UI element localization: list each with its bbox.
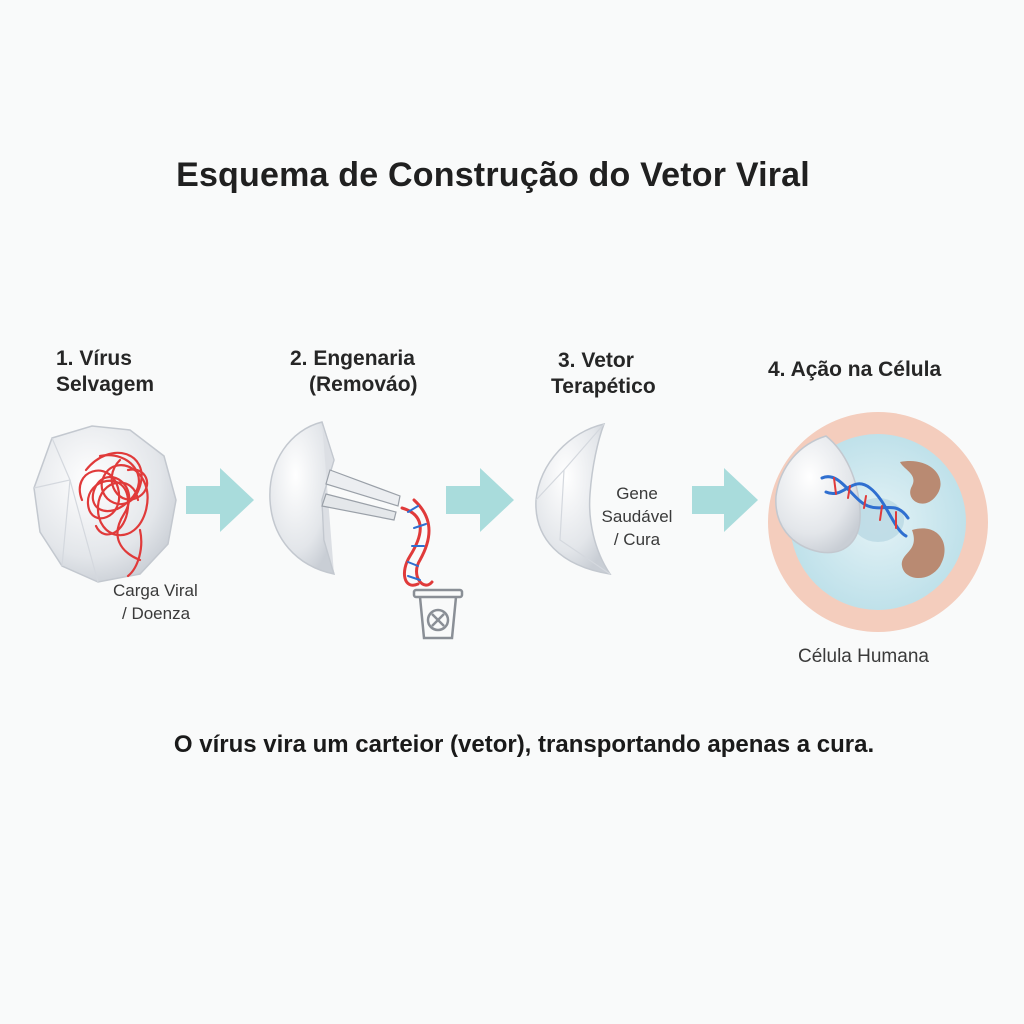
healthy-gene-note: Gene Saudável / Cura xyxy=(596,482,678,551)
step-2-line1: 2. Engenaria xyxy=(290,347,415,370)
trash-icon xyxy=(412,588,464,640)
step-2-line2: (Remováo) xyxy=(309,373,418,396)
capsid-icon xyxy=(33,425,177,583)
capsid-icon xyxy=(269,421,336,575)
step-4-line1: 4. Ação na Célula xyxy=(768,358,942,381)
viral-load-line1: Carga Viral xyxy=(113,581,198,600)
arrow-right-icon xyxy=(446,468,514,532)
viral-load-note: Carga Viral / Doenza xyxy=(113,579,198,625)
step-4-label: 4. Ação na Célula xyxy=(768,357,941,383)
tweezers-icon xyxy=(321,469,401,521)
healthy-gene-line2: Saudável xyxy=(601,507,673,526)
step-1-line2: Selvagem xyxy=(56,373,155,396)
step-1-label: 1. Vírus Selvagem xyxy=(56,346,154,398)
healthy-gene-line1: Gene xyxy=(616,484,658,503)
step-1-line1: 1. Vírus xyxy=(56,347,132,370)
human-cell-note: Célula Humana xyxy=(798,646,929,667)
dna-icon xyxy=(400,498,434,587)
step-3-line1: 3. Vetor xyxy=(558,349,634,372)
step-3-label: 3. Vetor Terapético xyxy=(551,348,656,400)
arrow-right-icon xyxy=(692,468,758,532)
viral-dna-icon xyxy=(78,451,149,578)
arrow-right-icon xyxy=(186,468,254,532)
step-3-line2: Terapético xyxy=(551,375,656,398)
step-2-label: 2. Engenaria (Remováo) xyxy=(290,346,418,398)
caption: O vírus vira um carteior (vetor), transp… xyxy=(173,731,875,758)
dna-icon xyxy=(820,475,910,538)
page-title: Esquema de Construção do Vetor Viral xyxy=(176,156,810,194)
capsid-icon xyxy=(775,435,861,554)
healthy-gene-line3: / Cura xyxy=(613,530,661,549)
capsid-icon xyxy=(535,422,612,576)
viral-load-line2: / Doenza xyxy=(122,604,191,623)
